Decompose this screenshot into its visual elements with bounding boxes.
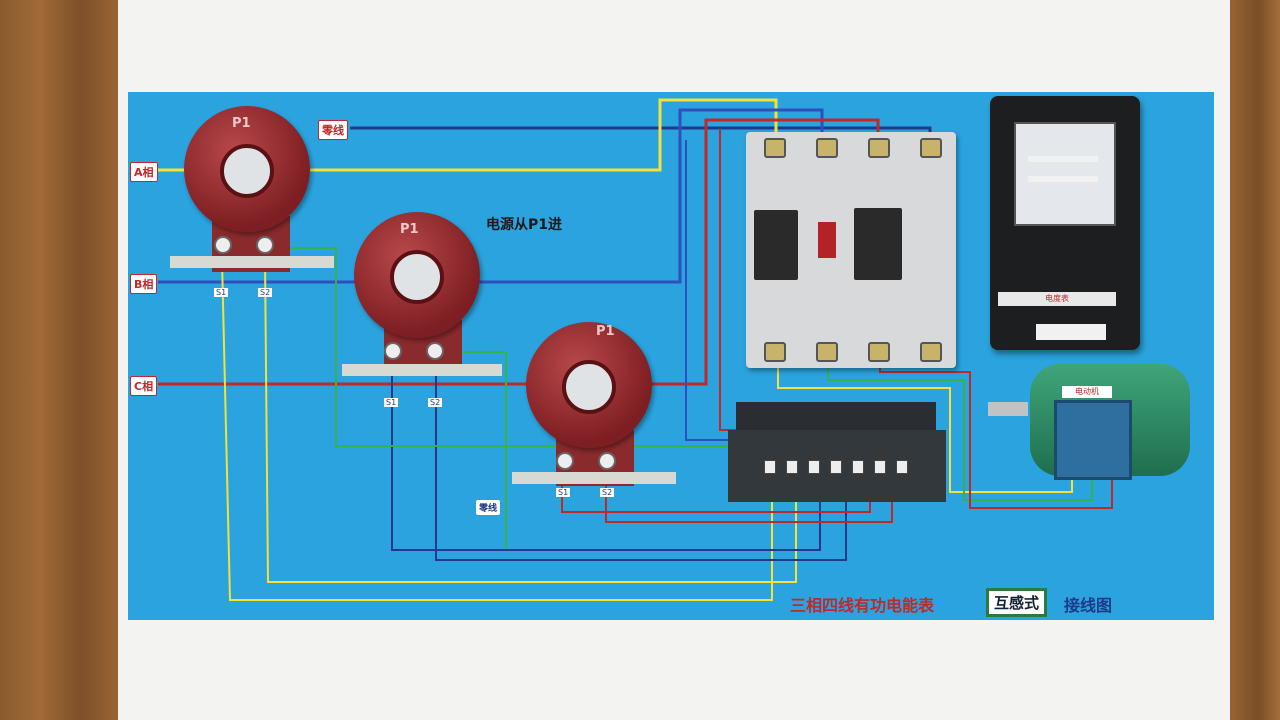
ct-link-green-2 bbox=[450, 351, 507, 548]
energy-meter: 电度表 bbox=[990, 96, 1140, 350]
phase-a-label: A相 bbox=[130, 162, 158, 182]
phase-c-label: C相 bbox=[130, 376, 158, 396]
caption-mode: 互感式 bbox=[986, 588, 1048, 617]
ct1-s2-wire bbox=[264, 259, 797, 583]
phase-a-wire bbox=[158, 98, 778, 172]
phase-b-label: B相 bbox=[130, 274, 158, 294]
wood-background-right bbox=[1228, 0, 1280, 720]
motor-wire-red bbox=[879, 360, 1113, 509]
caption-suffix: 接线图 bbox=[1064, 596, 1113, 615]
caption-title: 三相四线有功电能表 bbox=[790, 596, 935, 615]
motor-wire-yellow bbox=[777, 360, 1073, 493]
circuit-breaker bbox=[746, 132, 956, 368]
current-transformer-c: P1 S1 S2 bbox=[512, 318, 682, 498]
motor: 电动机 bbox=[988, 358, 1200, 488]
neutral-small-label: 零线 bbox=[476, 500, 501, 515]
ct-link-green-1 bbox=[275, 247, 740, 447]
meter-terminal-block bbox=[728, 402, 946, 502]
ct2-s1-wire bbox=[391, 364, 821, 551]
motor-wire-green bbox=[827, 360, 1093, 501]
current-transformer-b: P1 S1 S2 bbox=[340, 208, 510, 407]
neutral-label: 零线 bbox=[318, 120, 348, 140]
current-transformer-a: P1 S1 S2 bbox=[168, 104, 338, 297]
ct3-s2-wire bbox=[605, 476, 893, 523]
ct2-s2-wire bbox=[435, 364, 847, 561]
source-note: 电源从P1进 bbox=[486, 217, 563, 233]
phase-c-wire bbox=[158, 118, 880, 386]
